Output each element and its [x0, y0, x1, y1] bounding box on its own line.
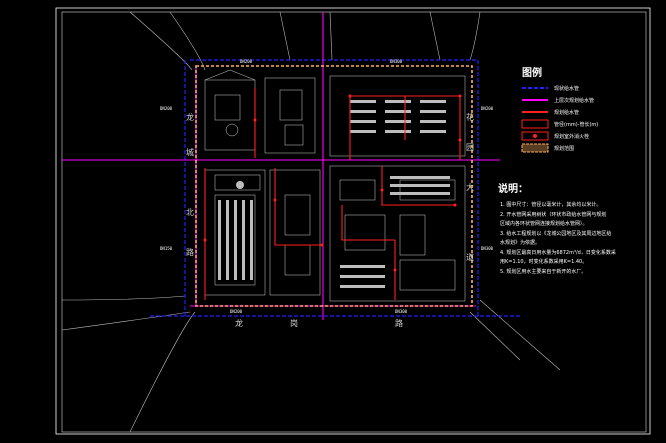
road-char: 龙: [235, 318, 243, 328]
road-char: 道: [466, 252, 474, 262]
road-char: 北: [186, 208, 194, 217]
pipe-label: DN200: [481, 106, 494, 111]
pipe-label: DN300: [395, 309, 408, 314]
legend-label: 规划室外消火栓: [554, 133, 589, 140]
note-line: 水规划》为依据。: [500, 239, 540, 246]
west-block-buildings: [204, 69, 321, 296]
note-line: 4. 规划区最高日用水量为6872m³/d，日变化系数采: [500, 249, 616, 256]
planning-boundary: [195, 65, 473, 307]
legend-label: 规划范围: [554, 145, 574, 152]
legend-item-planned-pipe: 规划给水管: [522, 109, 579, 116]
pipe-label: DN200: [230, 309, 243, 314]
note-line: 用K=1.10，时变化系数采用K=1.40。: [500, 258, 587, 265]
road-char: 花: [466, 112, 474, 122]
legend-item-planning-boundary: 规划范围: [521, 143, 574, 153]
note-line: 区域内各环状管网连接规划给水管网）。: [500, 220, 588, 227]
legend-label: 管径(mm)-管长(m): [554, 121, 598, 128]
west-block-details: [218, 181, 253, 280]
outer-frame: [55, 7, 651, 435]
pipe-label: DN150: [160, 246, 173, 251]
street-edges: [61, 11, 561, 433]
road-char: 龙: [186, 112, 194, 122]
legend-label: 规划给水管: [554, 109, 579, 116]
fire-hydrants: [203, 94, 462, 272]
east-block-residential-rows: [340, 100, 450, 288]
legend-item-existing-pipe: 现状给水管: [522, 85, 579, 92]
legend-label: 现状给水管: [554, 85, 579, 92]
pipe-label: DN200: [160, 106, 173, 111]
note-line: 5. 规划区用水主要来自于新开的水厂。: [500, 268, 586, 275]
legend-item-pipe-size: 管径(mm)-管长(m): [521, 119, 598, 129]
legend: 图例 现状给水管 上层次规划给水管 规划给水管 管径(mm)-管长(m) 规划室…: [521, 66, 598, 153]
road-char: 岗: [290, 319, 298, 328]
road-label-south: 龙 岗 路: [235, 318, 403, 328]
note-line: 3. 给水工程规划以《龙城公园地区及其周边地区给: [500, 230, 611, 237]
pipe-size-labels: DN200 DN300 DN200 DN300 DN200 DN150 DN20…: [160, 59, 494, 314]
road-char: 路: [395, 318, 403, 328]
pipe-label: DN300: [390, 59, 403, 64]
design-notes: 说明： 1. 图中尺寸：管径以毫米计，其余均以米计。 2. 开水管网采用树状（环…: [498, 182, 616, 275]
legend-title: 图例: [522, 66, 542, 79]
note-line: 1. 图中尺寸：管径以毫米计，其余均以米计。: [500, 201, 601, 208]
pipe-label: DN200: [240, 59, 253, 64]
note-line: 2. 开水管网采用树状（环状市政给水管网与规划: [500, 211, 606, 218]
road-char: 城: [186, 148, 194, 157]
road-char: 大: [466, 182, 474, 192]
legend-item-upper-planned-pipe: 上层次规划给水管: [522, 97, 594, 104]
legend-label: 上层次规划给水管: [554, 97, 594, 104]
road-char: 园: [466, 143, 474, 152]
inner-frame: [61, 11, 647, 433]
pipe-label: DN300: [481, 246, 494, 251]
road-char: 路: [186, 247, 194, 257]
notes-title: 说明：: [498, 182, 528, 195]
road-label-west: 龙 城 北 路: [186, 112, 194, 257]
road-label-east: 花 园 大 道: [466, 112, 474, 262]
east-block-buildings: [329, 75, 466, 302]
legend-item-fire-hydrant: 规划室外消火栓: [521, 131, 589, 141]
existing-water-pipes: [150, 59, 520, 317]
